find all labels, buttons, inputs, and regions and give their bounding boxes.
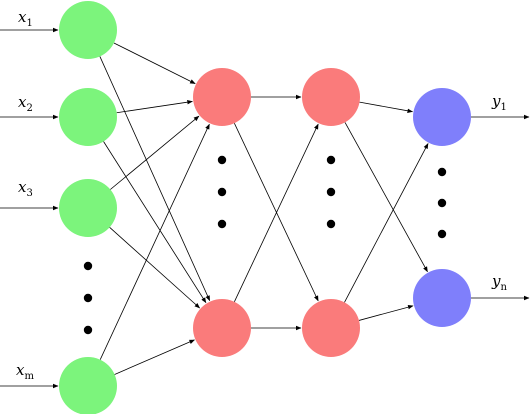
output-node-2 [413,269,471,327]
hidden1-ellipsis-dot-1 [217,155,227,165]
edge-in1-h12 [99,56,211,302]
input-ellipsis-dot-3 [83,325,93,335]
output-ellipsis-dot-2 [437,198,447,208]
output-node-1 [413,88,471,146]
hidden2-ellipsis-dot-1 [326,155,336,165]
hidden2-ellipsis-dot-3 [326,219,336,229]
ellipsis-dots [83,155,447,335]
edge-in3-h12 [109,227,201,309]
edge-in2-h11 [116,99,193,114]
edge-in4-h11 [99,123,210,360]
input-label-xm: xm [16,361,34,382]
hidden1-node-1 [193,68,251,126]
output-ellipsis-dot-3 [437,229,447,239]
output-label-yn: yn [491,272,507,293]
edge-h21-out1 [359,101,414,113]
hidden1-node-2 [193,299,251,357]
edge-h22-out2 [358,304,414,321]
input-ellipsis-dot-1 [83,261,93,271]
output-ellipsis-dot-1 [437,167,447,177]
output-label-y1: y1 [491,92,507,113]
network-nodes [59,1,471,414]
connection-edges [0,27,530,389]
hidden1-ellipsis-dot-3 [217,219,227,229]
input-node-1 [59,1,117,59]
edge-in1-h11 [113,42,196,84]
input-node-4 [59,357,117,414]
hidden1-ellipsis-dot-2 [217,187,227,197]
hidden2-node-2 [302,299,360,357]
edge-in3-h11 [110,115,200,190]
hidden2-node-1 [302,68,360,126]
input-label-x1: x1 [18,8,33,29]
input-node-3 [59,179,117,237]
edge-h12-h21 [234,123,319,302]
edge-in2-h12 [103,141,207,304]
edge-h21-out2 [344,122,428,273]
edge-in4-h12 [114,339,195,375]
edge-h22-out1 [344,143,429,303]
input-ellipsis-dot-2 [83,293,93,303]
input-label-x3: x3 [18,178,33,199]
input-node-2 [59,88,117,146]
input-label-x2: x2 [18,93,33,114]
hidden2-ellipsis-dot-2 [326,187,336,197]
